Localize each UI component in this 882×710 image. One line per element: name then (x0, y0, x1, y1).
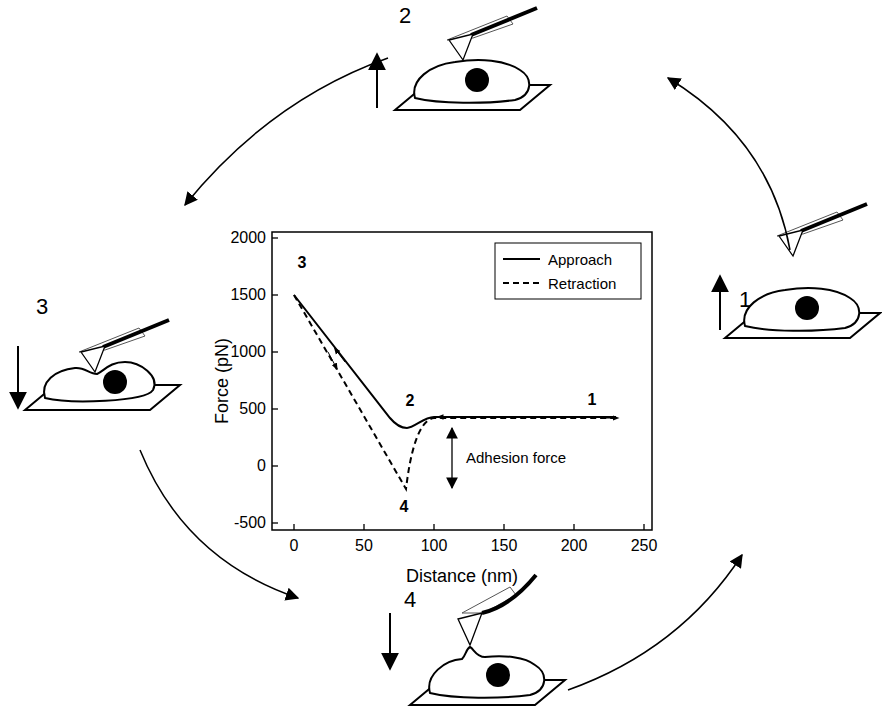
annotation: Adhesion force (466, 450, 566, 465)
tick-label: 0 (290, 538, 299, 554)
afm-panel-3 (18, 320, 180, 410)
legend-sample-solid (503, 258, 540, 260)
legend-sample-dashed (503, 282, 540, 284)
tick-label: 1000 (230, 344, 266, 360)
tick-label: 100 (421, 538, 448, 554)
tick-label: 1500 (230, 287, 266, 303)
curve-point: 1 (588, 392, 597, 408)
afm-panel-4 (390, 575, 565, 705)
axis-title: Distance (nm) (406, 567, 518, 585)
tick-label: 500 (239, 401, 266, 417)
legend-text: Approach (548, 252, 612, 267)
curve-point: 2 (406, 393, 415, 409)
callout-number: 2 (399, 5, 411, 27)
tick-label: 200 (561, 538, 588, 554)
tick-label: 50 (355, 538, 373, 554)
force-chart (272, 232, 652, 530)
tick-label: 0 (257, 458, 266, 474)
legend-text: Retraction (548, 276, 616, 291)
curve-point: 4 (400, 499, 409, 515)
axis-title: Force (pN) (213, 338, 231, 424)
callout-number: 3 (36, 296, 48, 318)
callout-number: 4 (404, 589, 416, 611)
tick-label: -500 (234, 515, 266, 531)
tick-label: 150 (491, 538, 518, 554)
tick-label: 2000 (230, 230, 266, 246)
curve-point: 3 (298, 255, 307, 271)
callout-number: 1 (739, 289, 751, 311)
tick-label: 250 (631, 538, 658, 554)
afm-panel-1 (720, 204, 880, 338)
